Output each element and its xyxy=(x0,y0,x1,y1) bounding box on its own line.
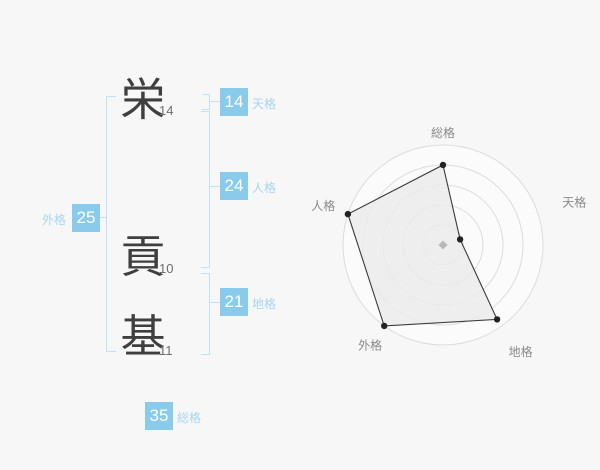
chikaku-label: 地格 xyxy=(252,297,277,311)
tenkaku-bracket xyxy=(202,94,210,110)
radar-polygon xyxy=(347,164,498,327)
radar-ring xyxy=(342,144,544,346)
jinkaku-bracket xyxy=(201,111,210,268)
name-character: 基 xyxy=(120,311,166,362)
gaikaku-bracket xyxy=(106,96,116,352)
radar-chart: 総格天格地格 外格 人格 xyxy=(293,103,593,383)
tenkaku-badge: 14 xyxy=(220,88,248,116)
radar-axis-label: 外格 xyxy=(358,337,382,352)
name-character: 貢 xyxy=(120,231,166,282)
radar-axis-label: 天格 xyxy=(562,194,586,209)
radar-point xyxy=(344,210,352,218)
gaikaku-bracket-stub xyxy=(100,217,106,218)
radar-point xyxy=(439,161,447,169)
name-character: 栄 xyxy=(120,74,166,125)
radar-point xyxy=(381,322,388,330)
chikaku-bracket-stub xyxy=(210,302,220,303)
jinkaku-label: 人格 xyxy=(252,181,277,195)
radar-point xyxy=(456,236,464,243)
gaikaku-badge: 25 xyxy=(72,204,100,232)
tenkaku-label: 天格 xyxy=(252,97,277,111)
chikaku-badge: 21 xyxy=(220,288,248,316)
radar-point xyxy=(493,316,501,323)
radar-axis-label: 総格 xyxy=(431,125,455,140)
stroke-count: 14 xyxy=(159,103,174,118)
jinkaku-bracket-stub xyxy=(210,186,220,187)
soukaku-badge: 35 xyxy=(145,402,173,430)
gaikaku-label: 外格 xyxy=(42,213,67,227)
radar-axis-label: 地格 xyxy=(509,344,533,359)
soukaku-label: 総格 xyxy=(177,411,202,425)
chikaku-bracket xyxy=(201,273,210,355)
jinkaku-badge: 24 xyxy=(220,172,248,200)
stroke-count: 10 xyxy=(159,261,174,276)
tenkaku-bracket-stub xyxy=(210,101,220,102)
stroke-count: 11 xyxy=(159,343,173,358)
radar-axis-label: 人格 xyxy=(311,198,335,213)
